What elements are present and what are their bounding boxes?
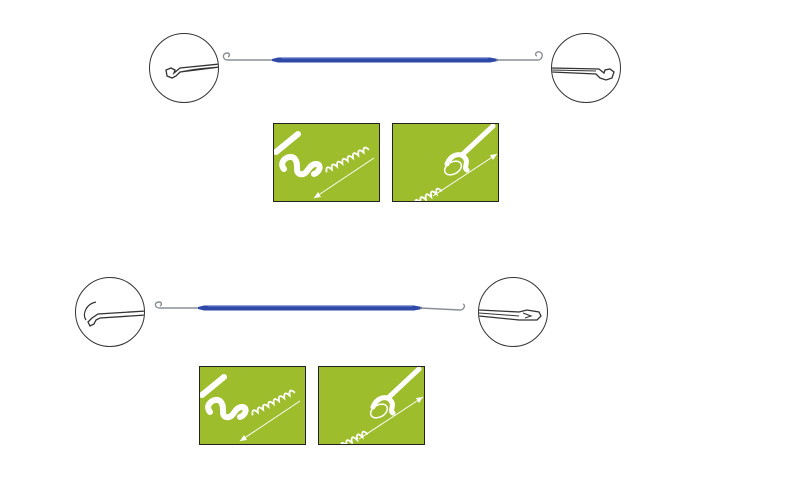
hook-icon: [83, 301, 144, 327]
hook-icon: [552, 67, 615, 81]
tool-1-right-tip-detail: [551, 33, 621, 103]
spring-pull-hook-icon: [200, 374, 301, 442]
spring-push-hook-icon: [329, 367, 424, 444]
tool-2-panel-pull: [199, 366, 306, 445]
notched-tip-icon: [479, 309, 542, 321]
tool-1-instrument: [222, 51, 543, 63]
tool-1-panel-push: [392, 123, 499, 202]
tool-2-right-tip-detail: [478, 277, 548, 347]
spring-pull-hook-icon: [274, 131, 375, 199]
tool-1-panel-pull: [273, 123, 380, 202]
hook-icon: [165, 63, 218, 79]
tool-2-panel-push: [318, 366, 425, 445]
tool-2-instrument: [154, 301, 466, 311]
tool-2-left-tip-detail: [75, 277, 145, 347]
tool-1-left-tip-detail: [149, 33, 219, 103]
spring-push-hook-icon: [403, 124, 498, 201]
